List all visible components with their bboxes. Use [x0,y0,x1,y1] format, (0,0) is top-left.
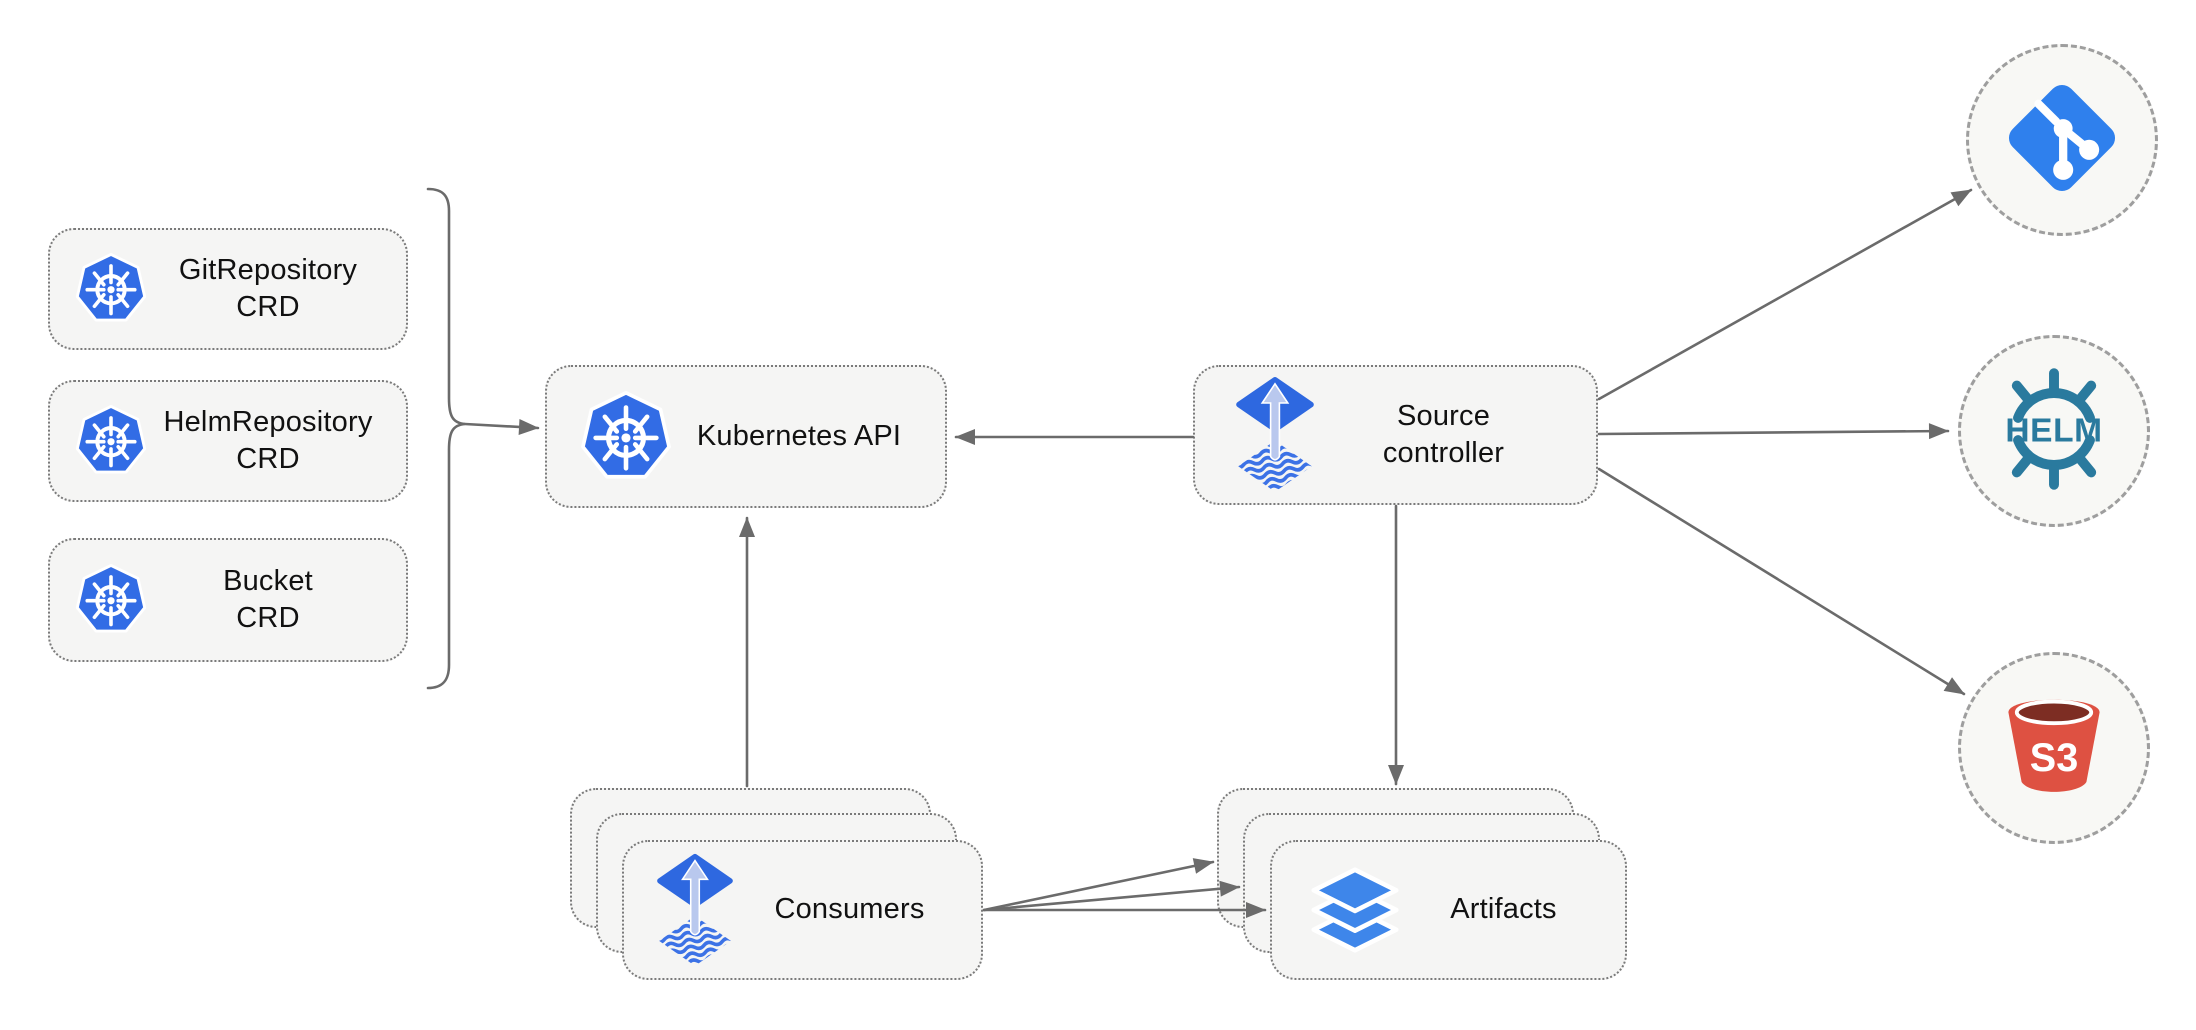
node-label-line2: CRD [236,443,300,475]
edge-source-to-s3 [1597,467,1966,696]
node-label-line1: Bucket [223,564,313,597]
node-label: GitRepository CRD [148,252,388,326]
edge-crd-bracket [426,187,466,690]
external-s3-circle: S3 [1958,652,2150,844]
node-source-controller: Source controller [1193,365,1598,505]
node-label-line2: controller [1382,437,1505,469]
node-label-line2: CRD [236,291,300,323]
kubernetes-icon [74,253,148,325]
external-helm-circle: HELM [1958,335,2150,527]
node-kubernetes-api: Kubernetes API [545,365,947,508]
edge-source-to-helm [1597,423,1950,440]
node-label-line1: HelmRepository [163,405,373,438]
node-bucket-crd: Bucket CRD [48,538,408,662]
node-helmrepository-crd: HelmRepository CRD [48,380,408,502]
s3-wordmark: S3 [2030,736,2078,780]
node-label: HelmRepository CRD [148,404,388,478]
helm-icon: HELM [1992,367,2116,496]
node-label: Artifacts [1450,893,1557,926]
edge-source-to-git [1597,188,1973,401]
node-label: Consumers [774,893,925,926]
helm-wordmark: HELM [2005,412,2102,449]
node-artifacts: Artifacts [1270,840,1627,980]
node-gitrepository-crd: GitRepository CRD [48,228,408,350]
node-label-line1: GitRepository [178,253,358,286]
edge-consumers-to-artifacts-1 [982,858,1215,912]
git-icon [2003,79,2121,202]
kubernetes-icon [74,405,148,477]
kubernetes-icon [74,564,148,636]
node-label: Kubernetes API [696,419,902,452]
external-git-circle [1966,44,2158,236]
kubernetes-icon [579,391,673,483]
s3-bucket-icon: S3 [1994,686,2114,811]
flux-source-controller-icon [656,852,734,969]
node-label: Bucket CRD [148,563,388,637]
node-label-line2: CRD [236,602,300,634]
node-label-line1: Source [1396,399,1491,432]
edge-crds-to-kubernetes-api [463,418,540,435]
edge-consumers-to-artifacts-2 [982,880,1241,912]
layers-icon [1308,866,1402,954]
flux-source-controller-icon [1235,375,1315,495]
node-label: Source controller [1315,398,1572,472]
node-consumers: Consumers [622,840,983,980]
